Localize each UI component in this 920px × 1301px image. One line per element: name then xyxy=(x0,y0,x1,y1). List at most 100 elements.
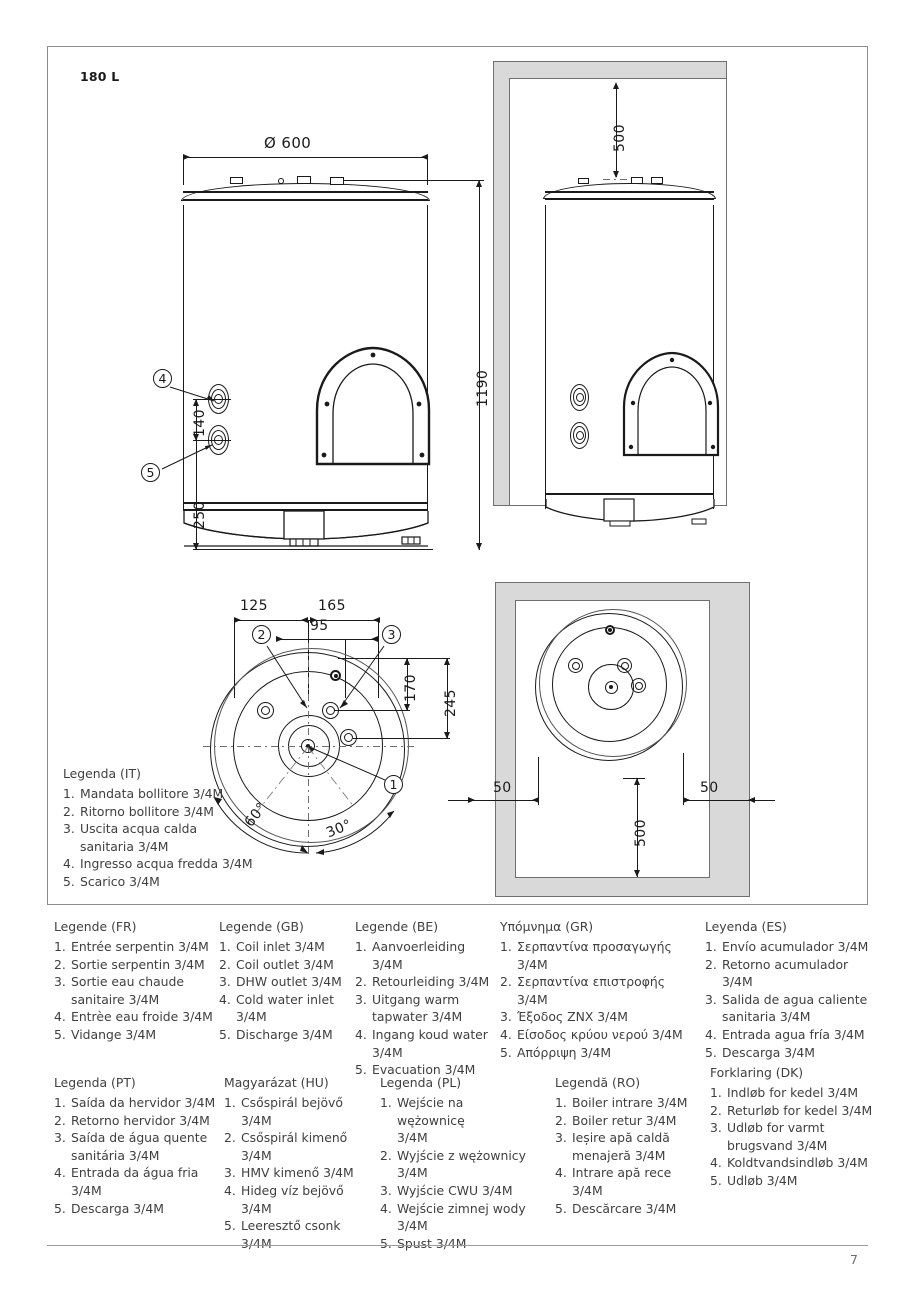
legend-it-title: Legenda (IT) xyxy=(63,766,141,781)
legend-dk-list: 1.Indløb for kedel 3/4M 2.Returløb for k… xyxy=(710,1084,875,1190)
clearance-dim500-line xyxy=(637,778,638,877)
plan-dim245-arrow-d xyxy=(444,732,450,739)
plan-dim170-arrow-d xyxy=(404,704,410,711)
dim1190-text: 1190 xyxy=(475,369,491,407)
clearance-dim500-arrow-u xyxy=(634,778,640,785)
clearance-dim50-right-arrow xyxy=(683,797,690,803)
legend-pl-title: Legenda (PL) xyxy=(380,1075,462,1090)
list-item: 2.Retorno hervidor 3/4M xyxy=(54,1112,210,1128)
legend-gr: Υπόμνημα (GR) 1.Σερπαντίνα προσαγωγής 3/… xyxy=(500,918,695,1061)
legend-ro: Legendă (RO) 1.Boiler intrare 3/4M 2.Boi… xyxy=(555,1074,705,1217)
top-clearance-text: 500 xyxy=(612,124,628,152)
tank-top-rim1 xyxy=(183,199,428,201)
plan-dim95-text: 95 xyxy=(310,618,329,634)
top-clearance-centerline xyxy=(603,179,635,180)
legend-dk: Forklaring (DK) 1.Indløb for kedel 3/4M … xyxy=(710,1064,875,1190)
list-item: 1.Wejście na wężownicę 3/4M xyxy=(380,1095,465,1146)
clearance-dim50-left-line xyxy=(468,800,538,801)
plan-dim170-text: 170 xyxy=(403,674,419,702)
list-item: 1.Csőspirál bejövő 3/4M xyxy=(224,1095,343,1128)
list-item: 2.Retourleiding 3/4M xyxy=(355,974,490,990)
list-item: 4.Entrèe eau froide 3/4M xyxy=(54,1009,213,1025)
plan-dim170-arrow-u xyxy=(404,658,410,665)
top-clearance-line xyxy=(616,87,617,177)
diameter-arrow-right xyxy=(421,154,428,160)
list-item: 5.Descarga 3/4M xyxy=(705,1044,815,1060)
plan-dim95-arrow-r xyxy=(371,636,378,642)
list-item: 4.Είσοδος κρύου νερού 3/4M xyxy=(500,1027,683,1043)
list-item: 5.Descarga 3/4M xyxy=(54,1200,164,1216)
list-item: 1.Σερπαντίνα προσαγωγής 3/4M xyxy=(500,939,672,972)
plan-dim-ext-245-bot xyxy=(353,738,450,739)
legend-it: Legenda (IT) 1.Mandata bollitore 3/4M 2.… xyxy=(63,765,278,891)
list-item: 3.Uscita acqua calda sanitaria 3/4M xyxy=(63,821,198,854)
drawing-frame: 180 L Ø 600 xyxy=(47,46,868,905)
list-item: 4.Hideg víz bejövő 3/4M xyxy=(224,1183,344,1216)
list-item: 2.Retorno acumulador 3/4M xyxy=(705,956,849,990)
list-item: 3.HMV kimenő 3/4M xyxy=(224,1165,354,1181)
dim140-line xyxy=(196,399,197,440)
plan-dim-ext-170-top xyxy=(338,658,450,659)
plan-dim170-line xyxy=(407,658,408,710)
balloon-2: 2 xyxy=(252,625,271,644)
clearance-dim500-text: 500 xyxy=(633,819,649,847)
list-item: 4.Ingresso acqua fredda 3/4M xyxy=(63,856,253,872)
dim140-ext-top xyxy=(193,399,231,400)
legend-es-list: 1.Envío acumulador 3/4M 2.Retorno acumul… xyxy=(705,938,880,1061)
plan-dim165-arrow-l xyxy=(310,617,317,623)
top-clearance-arrow-up xyxy=(613,82,619,89)
list-item: 1.Entrée serpentin 3/4M xyxy=(54,939,209,955)
diameter-arrow-left xyxy=(183,154,190,160)
clearance-outer-circle-2 xyxy=(539,609,687,757)
plan-dim125-arrow-r xyxy=(301,617,308,623)
dim1190-line xyxy=(479,180,480,550)
legend-es: Leyenda (ES) 1.Envío acumulador 3/4M 2.R… xyxy=(705,918,880,1061)
list-item: 1.Saída da hervidor 3/4M xyxy=(54,1095,216,1111)
balloon-2-leader xyxy=(266,645,308,709)
list-item: 3.Sortie eau chaude sanitaire 3/4M xyxy=(54,974,185,1007)
legend-gr-list: 1.Σερπαντίνα προσαγωγής 3/4M 2.Σερπαντίν… xyxy=(500,938,695,1061)
balloon-3-leader xyxy=(339,645,385,709)
plan-outer-circle-2 xyxy=(214,648,409,843)
plan-dim245-arrow-u xyxy=(444,658,450,665)
tank-base-skirt xyxy=(183,510,429,547)
plan-ext-165 xyxy=(378,620,379,698)
list-item: 4.Intrare apă rece 3/4M xyxy=(555,1165,672,1199)
tank2-bottom-band xyxy=(545,493,714,495)
plan-dim125-text: 125 xyxy=(240,598,268,614)
list-item: 5.Απόρριψη 3/4M xyxy=(500,1044,612,1060)
balloon-3: 3 xyxy=(382,625,401,644)
diameter-dim-text: Ø 600 xyxy=(264,134,312,152)
tank2-fitting-3 xyxy=(651,177,663,184)
dim250-text: 250 xyxy=(192,501,208,529)
clearance-dim50-left-text: 50 xyxy=(493,780,512,796)
top-fitting-1 xyxy=(230,177,243,184)
top-fitting-3 xyxy=(297,176,311,184)
tank2-base-skirt xyxy=(545,498,715,527)
legend-es-title: Leyenda (ES) xyxy=(705,919,787,934)
list-item: 1.Boiler intrare 3/4M xyxy=(555,1095,688,1111)
balloon-5-leader xyxy=(161,444,213,470)
clearance-dim500-arrow-d xyxy=(634,870,640,877)
tank2-fitting-1 xyxy=(578,178,589,184)
dim140-ext-bottom xyxy=(193,440,231,441)
tank2-top-edge xyxy=(545,191,714,193)
plan-dim95-line xyxy=(276,639,378,640)
list-item: 4.Wejście zimnej wody 3/4M xyxy=(380,1200,526,1234)
balloon-4: 4 xyxy=(153,369,172,388)
legend-pl: Legenda (PL) 1.Wejście na wężownicę 3/4M… xyxy=(380,1074,532,1252)
list-item: 2.Wyjście z wężownicy 3/4M xyxy=(380,1147,526,1181)
clearance-wall-tick-right xyxy=(753,800,775,801)
legend-ro-list: 1.Boiler intrare 3/4M 2.Boiler retur 3/4… xyxy=(555,1094,705,1217)
legend-pt-list: 1.Saída da hervidor 3/4M 2.Retorno hervi… xyxy=(54,1094,224,1217)
clearance-ext-left xyxy=(538,757,539,805)
list-item: 4.Entrada agua fría 3/4M xyxy=(705,1027,865,1043)
list-item: 5.Descărcare 3/4M xyxy=(555,1200,677,1216)
list-item: 4.Cold water inlet 3/4M xyxy=(219,991,334,1025)
angular-dimensions xyxy=(213,746,395,855)
top-clearance-arrow-down xyxy=(613,171,619,178)
list-item: 3.Wyjście CWU 3/4M xyxy=(380,1183,513,1199)
dim1190-arrow-up xyxy=(476,180,482,187)
plan-dim125-arrow-l xyxy=(234,617,241,623)
list-item: 1.Mandata bollitore 3/4M xyxy=(63,786,224,802)
